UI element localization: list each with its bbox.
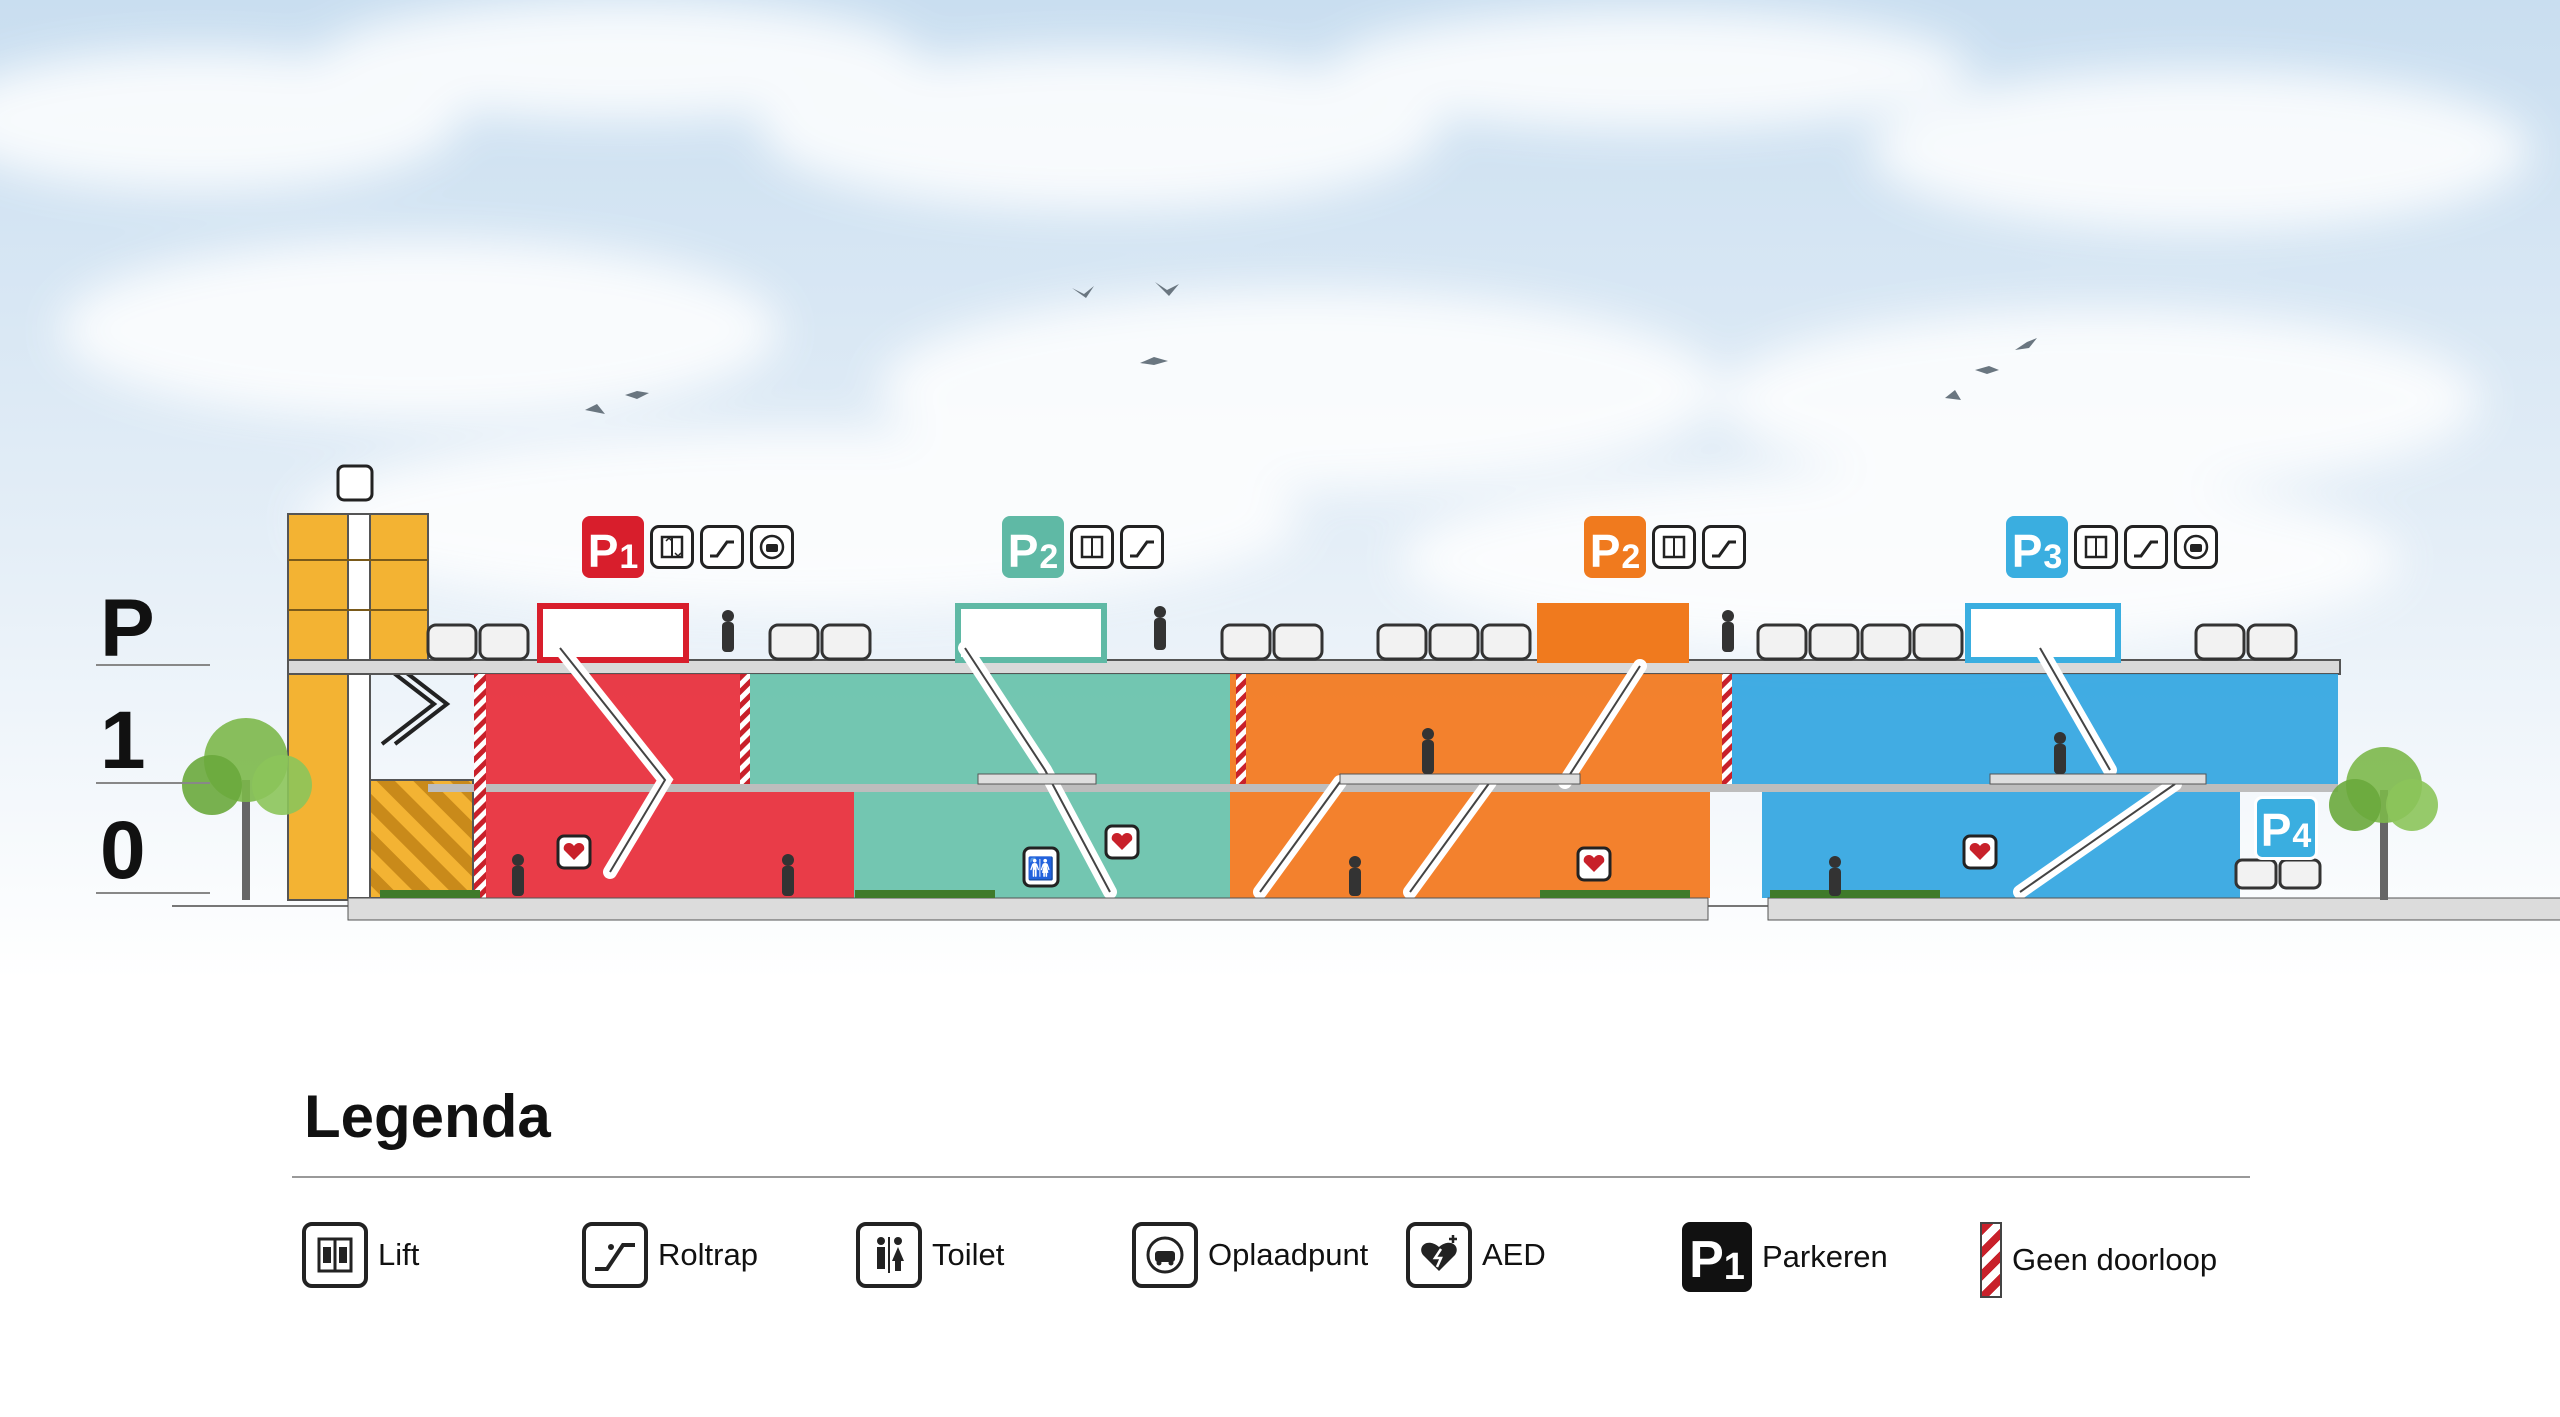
sky-background — [0, 0, 2560, 980]
floor-line-0 — [96, 892, 210, 894]
roof-cars — [426, 623, 2322, 890]
tower-lift-icon — [336, 464, 374, 502]
tree-right — [2329, 747, 2438, 900]
building-section: 🚻 — [172, 464, 2560, 921]
zone-blue-floor0 — [1762, 792, 2240, 898]
charging-icon — [2174, 525, 2218, 569]
escalator-icon — [1702, 525, 1746, 569]
no-passage-icon — [1980, 1222, 2002, 1298]
floor-label-0: 0 — [100, 805, 146, 896]
tree-left — [182, 718, 312, 900]
escalator-icon — [700, 525, 744, 569]
svg-text:🚻: 🚻 — [1027, 856, 1054, 882]
legend-label: Oplaadpunt — [1208, 1237, 1369, 1272]
people — [512, 606, 2066, 896]
escalator-icon — [582, 1222, 648, 1288]
floor-line-p — [96, 664, 210, 666]
zone-red-floor1 — [474, 674, 750, 784]
legend-title: Legenda — [304, 1083, 551, 1150]
lift-icon — [2074, 525, 2118, 569]
aed-icon — [1406, 1222, 1472, 1288]
floor-line-1 — [96, 782, 210, 784]
escalator-icon — [2124, 525, 2168, 569]
legend-item-toilet: Toilet — [856, 1222, 1004, 1288]
legend-label: Geen doorloop — [2012, 1242, 2218, 1277]
legend-item-escalator: Roltrap — [582, 1222, 758, 1288]
legend-label: AED — [1482, 1237, 1546, 1272]
zone-red-floor0 — [474, 792, 854, 898]
legend-item-aed: AED — [1406, 1222, 1546, 1288]
ground-street — [347, 897, 1709, 921]
lift-icon — [1070, 525, 1114, 569]
charging-icon — [750, 525, 794, 569]
legend-item-lift: Lift — [302, 1222, 419, 1288]
legend-label: Toilet — [932, 1237, 1005, 1272]
lift-icon — [302, 1222, 368, 1288]
zone-orange-floor1 — [1230, 674, 1730, 784]
legend-label: Lift — [378, 1237, 420, 1272]
legend-item-no-passage: Geen doorloop — [1980, 1222, 2217, 1298]
toilet-icon — [856, 1222, 922, 1288]
zone-blue-floor1 — [1730, 674, 2338, 784]
escalator-icon — [1120, 525, 1164, 569]
charging-icon — [1132, 1222, 1198, 1288]
toilet-marker — [1022, 846, 1060, 888]
lift-icon — [650, 525, 694, 569]
floor-label-1: 1 — [100, 695, 146, 786]
floor-label-p: P — [100, 583, 155, 674]
legend-divider — [292, 1176, 2250, 1178]
lift-icon — [1652, 525, 1696, 569]
legend-label: Roltrap — [658, 1237, 758, 1272]
legend-item-charging: Oplaadpunt — [1132, 1222, 1368, 1288]
legend-label: Parkeren — [1762, 1239, 1888, 1274]
